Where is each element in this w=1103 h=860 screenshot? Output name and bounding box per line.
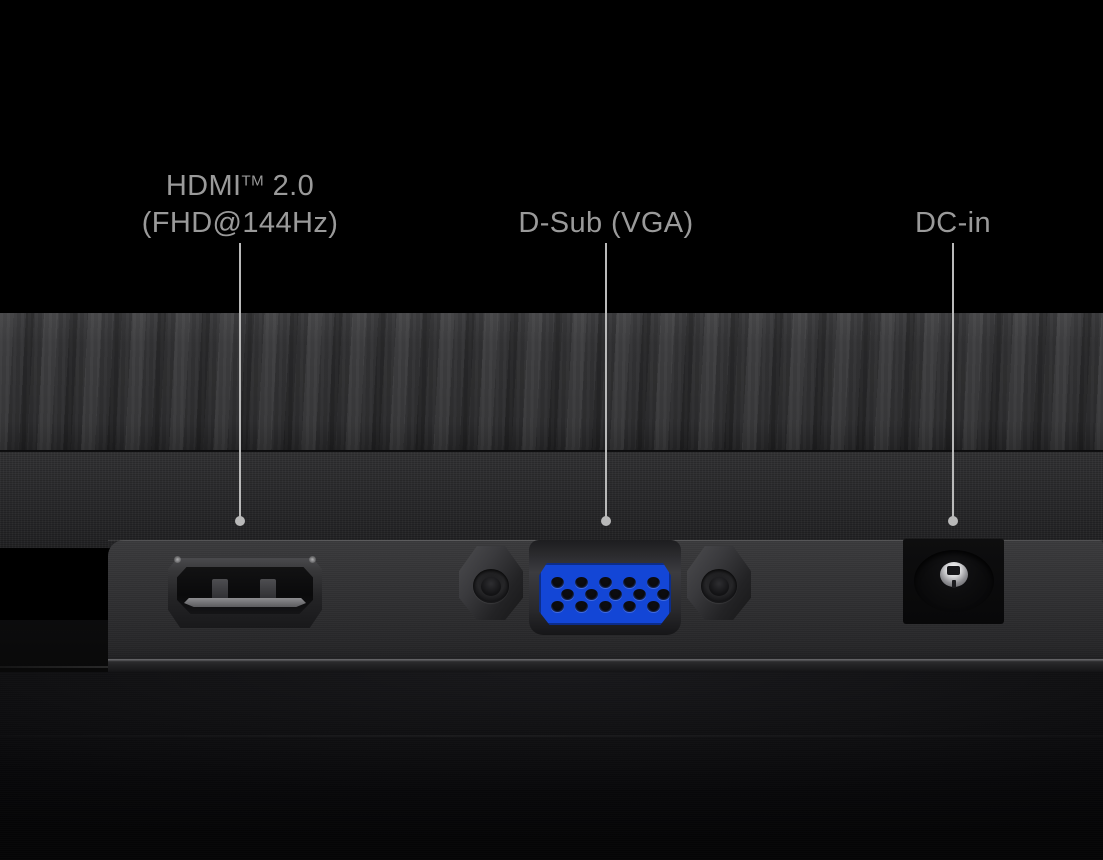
vga-pin xyxy=(551,577,564,588)
vga-pin xyxy=(657,589,670,600)
vga-pin xyxy=(599,577,612,588)
leader-line-dsub xyxy=(605,243,607,521)
bezel-left-step-edge xyxy=(0,666,108,668)
leader-line-hdmi xyxy=(239,243,241,521)
vga-pin xyxy=(599,601,612,612)
callout-label-dsub: D-Sub (VGA) xyxy=(518,205,693,242)
vga-pin xyxy=(585,589,598,600)
vga-pin xyxy=(647,601,660,612)
vga-pin xyxy=(623,601,636,612)
hdmi-port-highlight xyxy=(309,556,316,563)
monitor-vent-texture-band xyxy=(0,313,1103,452)
dc-in-pin-slot xyxy=(951,580,956,588)
vga-screw-post-bore xyxy=(481,576,501,596)
callout-label-dcin-line1: DC-in xyxy=(914,207,992,239)
dc-in-port xyxy=(903,538,1004,624)
surface-shadow-area xyxy=(0,672,1103,860)
surface-edge-line xyxy=(0,735,1103,737)
hdmi-port xyxy=(168,556,322,628)
trademark-superscript: TM xyxy=(241,172,265,190)
vga-pin xyxy=(561,589,574,600)
vga-screw-post xyxy=(687,546,751,620)
io-plate-bottom-lip xyxy=(108,659,1103,662)
vga-screw-post-bore xyxy=(709,576,729,596)
leader-line-dcin xyxy=(952,243,954,521)
dc-in-pin-notch xyxy=(947,566,960,576)
leader-dot-dsub xyxy=(601,516,611,526)
io-plate-lip-shadow xyxy=(108,662,1103,672)
callout-label-hdmi-line1: HDMITM 2.0 xyxy=(166,170,314,202)
bezel-left-step xyxy=(0,620,108,672)
callout-label-hdmi-line2: (FHD@144Hz) xyxy=(141,206,339,239)
vga-connector-body xyxy=(529,540,681,635)
vga-port xyxy=(455,540,755,635)
hdmi-port-tongue xyxy=(184,598,306,607)
hdmi-version-text: 2.0 xyxy=(264,170,315,202)
vga-pin xyxy=(575,577,588,588)
vga-pin xyxy=(647,577,660,588)
monitor-rear-panel xyxy=(0,452,1103,548)
vga-pin xyxy=(609,589,622,600)
callout-label-dsub-line1: D-Sub (VGA) xyxy=(518,207,694,239)
vga-pin xyxy=(633,589,646,600)
hdmi-port-contact-tab xyxy=(212,579,228,601)
vga-screw-post xyxy=(459,546,523,620)
hdmi-text: HDMI xyxy=(165,170,242,202)
vga-pin xyxy=(575,601,588,612)
vga-pin xyxy=(623,577,636,588)
vga-connector-face xyxy=(539,563,671,625)
callout-label-dcin: DC-in xyxy=(915,205,991,242)
hdmi-port-highlight xyxy=(174,556,181,563)
hdmi-port-contact-tab xyxy=(260,579,276,601)
leader-dot-dcin xyxy=(948,516,958,526)
leader-dot-hdmi xyxy=(235,516,245,526)
vga-pin xyxy=(551,601,564,612)
callout-label-hdmi: HDMITM 2.0 (FHD@144Hz) xyxy=(142,168,339,241)
